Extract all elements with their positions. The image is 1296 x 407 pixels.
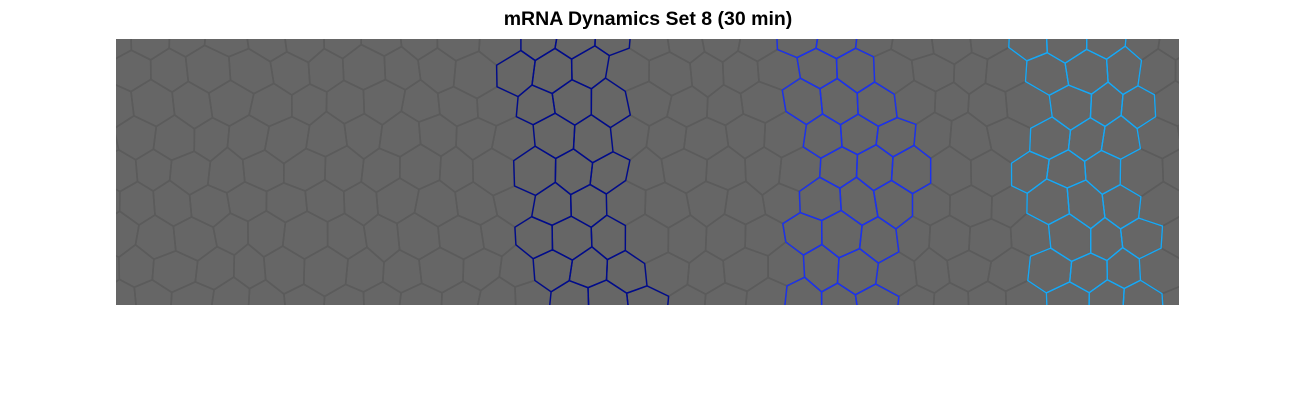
stripe-1-cell [587, 279, 629, 305]
mesh-cell [283, 283, 326, 305]
mesh-cell [440, 280, 482, 305]
figure-title: mRNA Dynamics Set 8 (30 min) [503, 8, 793, 30]
stripe-3-cell [1088, 279, 1125, 305]
mesh-cell [133, 278, 173, 305]
mesh-cell [210, 276, 251, 305]
mesh-cell [744, 276, 788, 305]
stripe-1 [495, 39, 670, 305]
tissue-background [116, 39, 1179, 305]
mesh-cell [703, 281, 748, 305]
stripe-1-cell [549, 279, 590, 305]
stripe-3-cell [1122, 279, 1164, 305]
mesh-cell [398, 282, 443, 305]
mesh-cell [667, 283, 707, 305]
stripe-2 [776, 39, 932, 305]
mesh-cell [967, 280, 1007, 305]
stripe-3 [1008, 39, 1164, 305]
stripe-1-cell [626, 285, 670, 305]
stripe-3-cell [1045, 281, 1090, 305]
mesh-cell [323, 283, 365, 305]
mesh-cell [476, 275, 517, 305]
mesh-cell [116, 278, 137, 305]
mesh-cell [897, 284, 936, 305]
highlighted-stripes [495, 39, 1164, 305]
mesh-cell [170, 281, 215, 305]
mesh-cell [362, 280, 402, 305]
tissue-image [116, 39, 1179, 305]
mesh-cell [932, 281, 970, 305]
stripe-2-cell [854, 283, 900, 305]
mesh-cell [247, 278, 286, 305]
stripe-2-cell [784, 276, 823, 305]
stripe-2-cell [820, 282, 858, 305]
